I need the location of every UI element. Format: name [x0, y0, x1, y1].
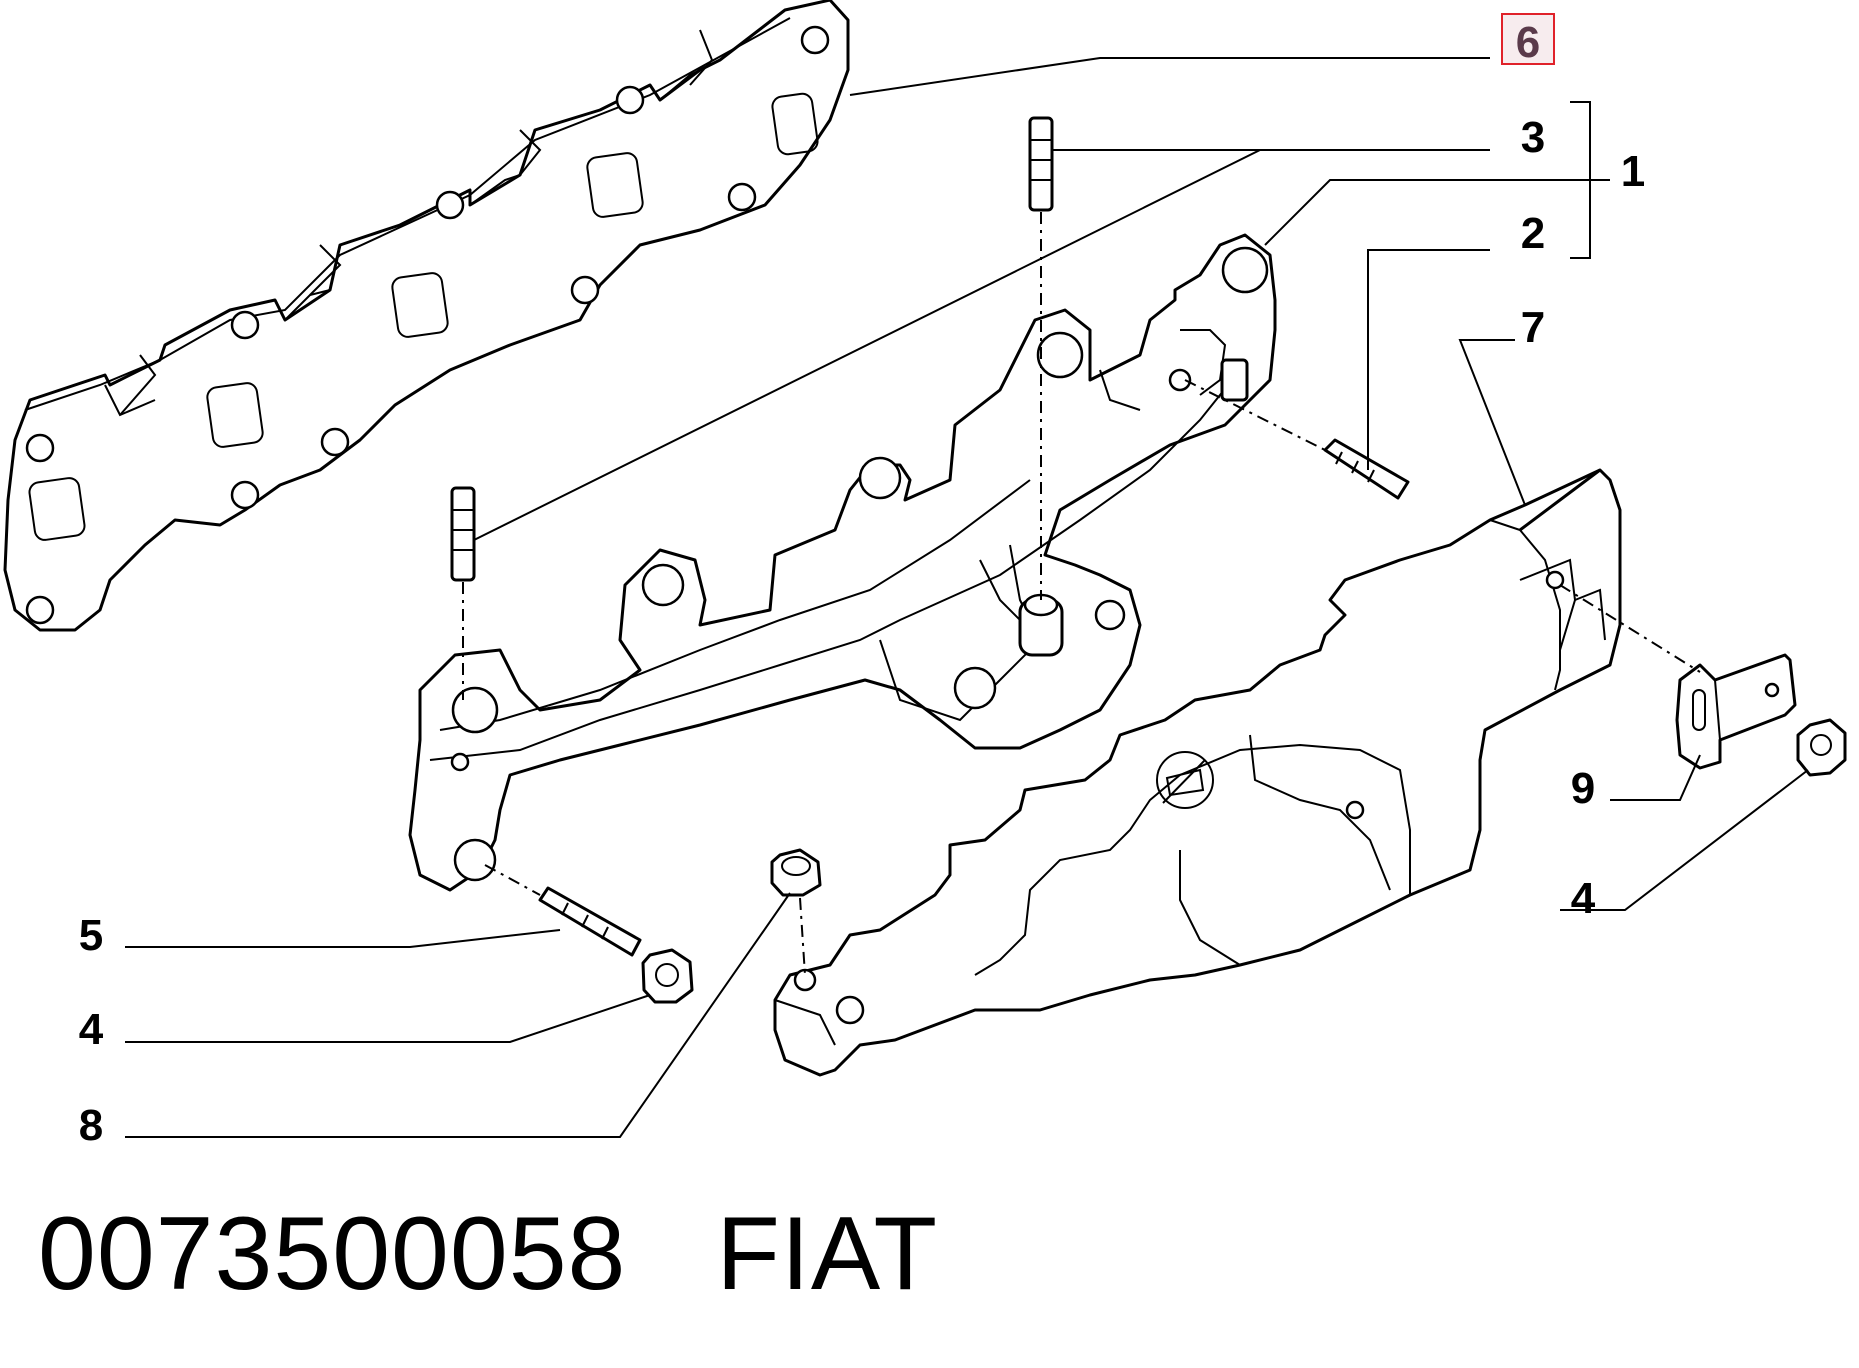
callout-6[interactable]: 6 — [1516, 18, 1540, 67]
callout-2[interactable]: 2 — [1521, 209, 1545, 258]
callout-7[interactable]: 7 — [1521, 303, 1545, 352]
callout-6-highlight-box — [1501, 13, 1555, 65]
callout-9[interactable]: 9 — [1571, 764, 1595, 813]
callout-5[interactable]: 5 — [79, 911, 103, 960]
callout-4-left[interactable]: 4 — [79, 1005, 104, 1054]
nut-part-8 — [770, 848, 822, 897]
stud-part-5 — [538, 886, 642, 957]
leader-lines — [125, 57, 1809, 1138]
exhaust-manifold-part-1 — [408, 233, 1277, 892]
heat-shield-part-7 — [773, 468, 1622, 1077]
group-bracket — [1570, 101, 1591, 259]
callout-1[interactable]: 1 — [1621, 147, 1645, 196]
stud-part-3-lower — [450, 486, 476, 582]
callout-4-right[interactable]: 4 — [1571, 874, 1596, 923]
bracket-part-9 — [1675, 653, 1797, 770]
stud-part-2 — [1323, 438, 1410, 500]
callout-8[interactable]: 8 — [79, 1101, 103, 1150]
callout-3[interactable]: 3 — [1521, 113, 1545, 162]
part-number-footer: 0073500058 FIAT — [38, 1195, 938, 1314]
gasket-part-6 — [3, 0, 850, 632]
nut-part-4-left — [641, 948, 694, 1004]
stud-part-3-upper — [1028, 116, 1054, 212]
brand-name: FIAT — [716, 1196, 939, 1312]
assembly-alignment-lines — [462, 212, 1701, 976]
part-number: 0073500058 — [38, 1196, 627, 1312]
nut-part-4-right — [1796, 718, 1847, 777]
